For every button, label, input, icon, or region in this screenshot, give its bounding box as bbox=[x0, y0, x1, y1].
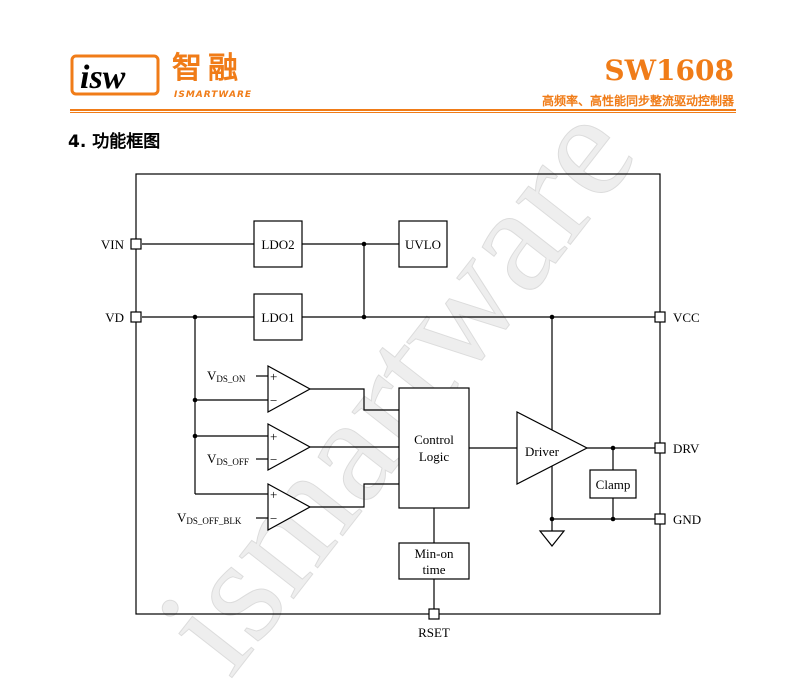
ldo1-block bbox=[253, 293, 303, 341]
pin-label-vin: VIN bbox=[101, 237, 125, 252]
isw-logo-icon: isw bbox=[70, 54, 160, 96]
clamp-block bbox=[589, 469, 637, 499]
junction-dots bbox=[192, 241, 616, 522]
vds-off-blk-label: VDS_OFF_BLK bbox=[177, 510, 242, 526]
control-label-line1: Control bbox=[414, 432, 454, 447]
part-number: SW1608 bbox=[604, 54, 734, 87]
pin-label-gnd: GND bbox=[673, 512, 701, 527]
driver-label: Driver bbox=[525, 444, 560, 459]
section-title: 4. 功能框图 bbox=[68, 132, 161, 152]
uvlo-label: UVLO bbox=[405, 237, 441, 252]
comparator-plus: + bbox=[270, 487, 277, 502]
pin-gnd bbox=[654, 513, 666, 525]
comparator-plus: + bbox=[270, 429, 277, 444]
header-divider bbox=[70, 109, 736, 111]
pin-label-vd: VD bbox=[105, 310, 124, 325]
minon-label-line2: time bbox=[422, 562, 445, 577]
control-logic-block bbox=[398, 387, 470, 509]
brand-name-cn: 智融 bbox=[172, 51, 244, 86]
comparator-plus: + bbox=[270, 369, 277, 384]
logo-mark: isw bbox=[80, 59, 126, 96]
comparator-minus: − bbox=[270, 511, 277, 526]
pin-label-vcc: VCC bbox=[673, 310, 700, 325]
comparator-minus: − bbox=[270, 452, 277, 467]
comparator-minus: − bbox=[270, 393, 277, 408]
comparator-ds-on bbox=[267, 364, 312, 414]
comparator-ds-off bbox=[267, 422, 312, 472]
pin-rset bbox=[428, 608, 440, 620]
product-subtitle: 高频率、高性能同步整流驱动控制器 bbox=[541, 94, 734, 108]
pin-drv bbox=[654, 442, 666, 454]
vds-on-label: VDS_ON bbox=[207, 368, 246, 384]
pin-label-rset: RSET bbox=[418, 625, 450, 640]
pin-vcc bbox=[654, 311, 666, 323]
pin-vin bbox=[130, 238, 142, 250]
comparator-ds-off-blk bbox=[267, 482, 312, 532]
control-label-line2: Logic bbox=[419, 449, 450, 464]
ground-symbol bbox=[538, 530, 566, 547]
vds-off-label: VDS_OFF bbox=[207, 451, 249, 467]
ldo1-label: LDO1 bbox=[261, 310, 294, 325]
chip-outline bbox=[135, 173, 661, 615]
pin-vd bbox=[130, 311, 142, 323]
ldo2-block bbox=[253, 220, 303, 268]
minon-label-line1: Min-on bbox=[415, 546, 455, 561]
header-divider-thin bbox=[70, 112, 736, 113]
pin-label-drv: DRV bbox=[673, 441, 700, 456]
clamp-label: Clamp bbox=[596, 477, 631, 492]
ldo2-label: LDO2 bbox=[261, 237, 294, 252]
brand-name-en: ISMARTWARE bbox=[174, 90, 253, 100]
uvlo-block bbox=[398, 220, 448, 268]
